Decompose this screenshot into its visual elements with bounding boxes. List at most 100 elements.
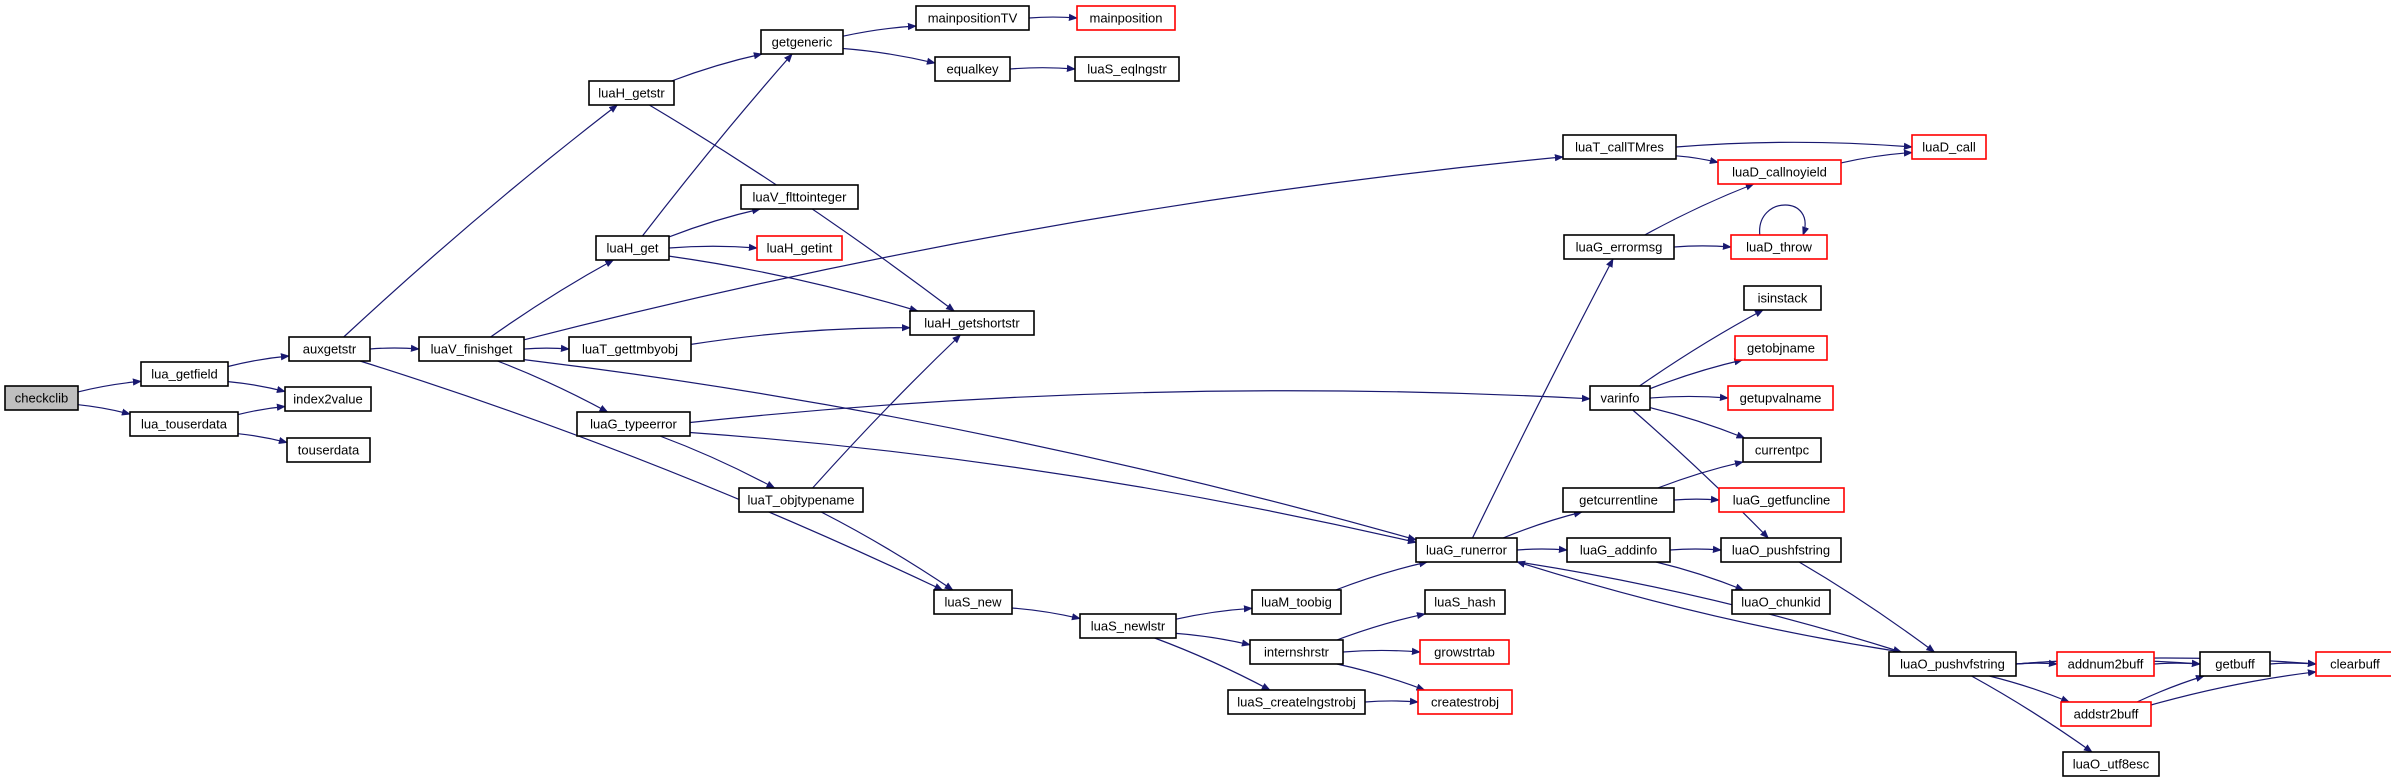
node-label: getupvalname xyxy=(1740,391,1822,406)
node-luaH_getstr[interactable]: luaH_getstr xyxy=(588,80,675,106)
edge-getbuff-to-clearbuff xyxy=(2269,659,2317,667)
node-luaS_createlngstrobj[interactable]: luaS_createlngstrobj xyxy=(1227,689,1366,715)
node-equalkey[interactable]: equalkey xyxy=(934,56,1011,82)
node-luaS_new[interactable]: luaS_new xyxy=(933,589,1013,615)
node-luaG_addinfo[interactable]: luaG_addinfo xyxy=(1566,537,1671,563)
node-lua_touserdata[interactable]: lua_touserdata xyxy=(129,411,239,437)
node-luaM_toobig[interactable]: luaM_toobig xyxy=(1251,589,1342,615)
node-getobjname[interactable]: getobjname xyxy=(1734,335,1828,361)
node-label: lua_getfield xyxy=(151,367,218,382)
node-addnum2buff[interactable]: addnum2buff xyxy=(2056,651,2155,677)
node-getbuff[interactable]: getbuff xyxy=(2199,651,2271,677)
edge-varinfo-to-luaO_pushfstring xyxy=(1632,409,1769,539)
node-luaH_getshortstr[interactable]: luaH_getshortstr xyxy=(909,310,1035,336)
node-luaD_throw[interactable]: luaD_throw xyxy=(1730,234,1828,260)
node-clearbuff[interactable]: clearbuff xyxy=(2315,651,2391,677)
node-luaH_getint[interactable]: luaH_getint xyxy=(756,235,843,261)
edge-luaT_objtypename-to-luaH_getshortstr xyxy=(812,334,962,489)
node-label: getcurrentline xyxy=(1579,493,1658,508)
node-box xyxy=(1727,385,1834,411)
node-index2value[interactable]: index2value xyxy=(284,386,372,412)
node-internshrstr[interactable]: internshrstr xyxy=(1249,639,1344,665)
node-luaD_callnoyield[interactable]: luaD_callnoyield xyxy=(1717,159,1842,185)
node-box xyxy=(2315,651,2391,677)
node-luaH_get[interactable]: luaH_get xyxy=(595,235,670,261)
node-box xyxy=(756,235,843,261)
node-mainposition[interactable]: mainposition xyxy=(1076,5,1176,31)
node-luaS_eqlngstr[interactable]: luaS_eqlngstr xyxy=(1074,56,1180,82)
node-luaG_getfuncline[interactable]: luaG_getfuncline xyxy=(1718,487,1845,513)
node-luaO_pushfstring[interactable]: luaO_pushfstring xyxy=(1720,537,1842,563)
node-luaG_runerror[interactable]: luaG_runerror xyxy=(1415,537,1518,563)
node-currentpc[interactable]: currentpc xyxy=(1742,437,1822,463)
node-label: addnum2buff xyxy=(2068,657,2144,672)
node-getcurrentline[interactable]: getcurrentline xyxy=(1562,487,1675,513)
edge-varinfo-to-getupvalname xyxy=(1649,393,1729,401)
node-box xyxy=(1589,385,1651,411)
node-label: luaT_callTMres xyxy=(1575,140,1664,155)
edge-auxgetstr-to-luaH_getstr xyxy=(343,104,619,338)
node-checkclib[interactable]: checkclib xyxy=(4,385,79,411)
edge-luaV_finishget-to-luaT_callTMres xyxy=(523,154,1564,341)
edge-luaH_get-to-luaH_getint xyxy=(668,243,758,251)
node-varinfo[interactable]: varinfo xyxy=(1589,385,1651,411)
node-box xyxy=(1718,487,1845,513)
node-box xyxy=(2056,651,2155,677)
edge-luaT_callTMres-to-luaD_call xyxy=(1675,141,1913,150)
node-label: luaO_pushvfstring xyxy=(1900,657,2005,672)
edge-checkclib-to-lua_touserdata xyxy=(77,404,131,416)
edge-luaD_callnoyield-to-luaD_call xyxy=(1840,149,1913,164)
edge-addstr2buff-to-getbuff xyxy=(2136,674,2205,703)
node-luaO_chunkid[interactable]: luaO_chunkid xyxy=(1731,589,1831,615)
edge-lua_getfield-to-auxgetstr xyxy=(227,353,290,368)
edge-lua_getfield-to-index2value xyxy=(227,381,286,394)
node-luaT_objtypename[interactable]: luaT_objtypename xyxy=(738,487,864,513)
node-auxgetstr[interactable]: auxgetstr xyxy=(288,336,371,362)
node-isinstack[interactable]: isinstack xyxy=(1743,285,1822,311)
node-luaG_typeerror[interactable]: luaG_typeerror xyxy=(576,411,691,437)
node-box xyxy=(595,235,670,261)
node-luaO_utf8esc[interactable]: luaO_utf8esc xyxy=(2062,751,2160,777)
node-createstrobj[interactable]: createstrobj xyxy=(1417,689,1513,715)
node-mainpositionTV[interactable]: mainpositionTV xyxy=(915,5,1030,31)
edge-layer xyxy=(77,13,2317,753)
edge-luaO_pushvfstring-to-addstr2buff xyxy=(1989,675,2071,703)
node-luaD_call[interactable]: luaD_call xyxy=(1911,134,1987,160)
edge-luaG_runerror-to-luaG_addinfo xyxy=(1516,545,1568,553)
node-luaO_pushvfstring[interactable]: luaO_pushvfstring xyxy=(1888,651,2017,677)
node-box xyxy=(1566,537,1671,563)
node-getgeneric[interactable]: getgeneric xyxy=(760,29,844,55)
node-touserdata[interactable]: touserdata xyxy=(286,437,371,463)
node-getupvalname[interactable]: getupvalname xyxy=(1727,385,1834,411)
node-lua_getfield[interactable]: lua_getfield xyxy=(140,361,229,387)
node-luaS_hash[interactable]: luaS_hash xyxy=(1424,589,1506,615)
edge-luaS_newlstr-to-luaS_createlngstrobj xyxy=(1154,637,1271,691)
node-luaS_newlstr[interactable]: luaS_newlstr xyxy=(1079,613,1177,639)
edge-luaO_pushvfstring-to-luaO_utf8esc xyxy=(1971,675,2093,753)
node-box xyxy=(740,184,859,210)
edge-luaT_gettmbyobj-to-luaH_getshortstr xyxy=(690,324,911,345)
node-label: luaS_eqlngstr xyxy=(1087,62,1167,77)
edge-luaH_get-to-luaV_flttointeger xyxy=(668,207,762,238)
node-luaT_callTMres[interactable]: luaT_callTMres xyxy=(1562,134,1677,160)
node-luaV_finishget[interactable]: luaV_finishget xyxy=(418,336,525,362)
node-box xyxy=(1734,335,1828,361)
node-label: luaT_gettmbyobj xyxy=(582,342,678,357)
node-label: getobjname xyxy=(1747,341,1815,356)
node-growstrtab[interactable]: growstrtab xyxy=(1419,639,1510,665)
node-addstr2buff[interactable]: addstr2buff xyxy=(2060,701,2152,727)
node-label: isinstack xyxy=(1758,291,1808,306)
node-luaG_errormsg[interactable]: luaG_errormsg xyxy=(1563,234,1675,260)
node-luaV_flttointeger[interactable]: luaV_flttointeger xyxy=(740,184,859,210)
node-box xyxy=(1417,689,1513,715)
edge-luaH_get-to-getgeneric xyxy=(641,53,793,237)
edge-varinfo-to-currentpc xyxy=(1649,407,1746,439)
edge-luaH_get-to-luaH_getshortstr xyxy=(668,255,919,313)
edge-luaG_runerror-to-luaG_errormsg xyxy=(1471,258,1614,539)
edge-luaS_newlstr-to-luaM_toobig xyxy=(1175,605,1253,620)
edge-getgeneric-to-mainpositionTV xyxy=(842,22,917,37)
node-label: luaG_typeerror xyxy=(590,417,677,432)
edge-luaG_runerror-to-getcurrentline xyxy=(1502,510,1583,539)
node-box xyxy=(286,437,371,463)
node-luaT_gettmbyobj[interactable]: luaT_gettmbyobj xyxy=(568,336,692,362)
